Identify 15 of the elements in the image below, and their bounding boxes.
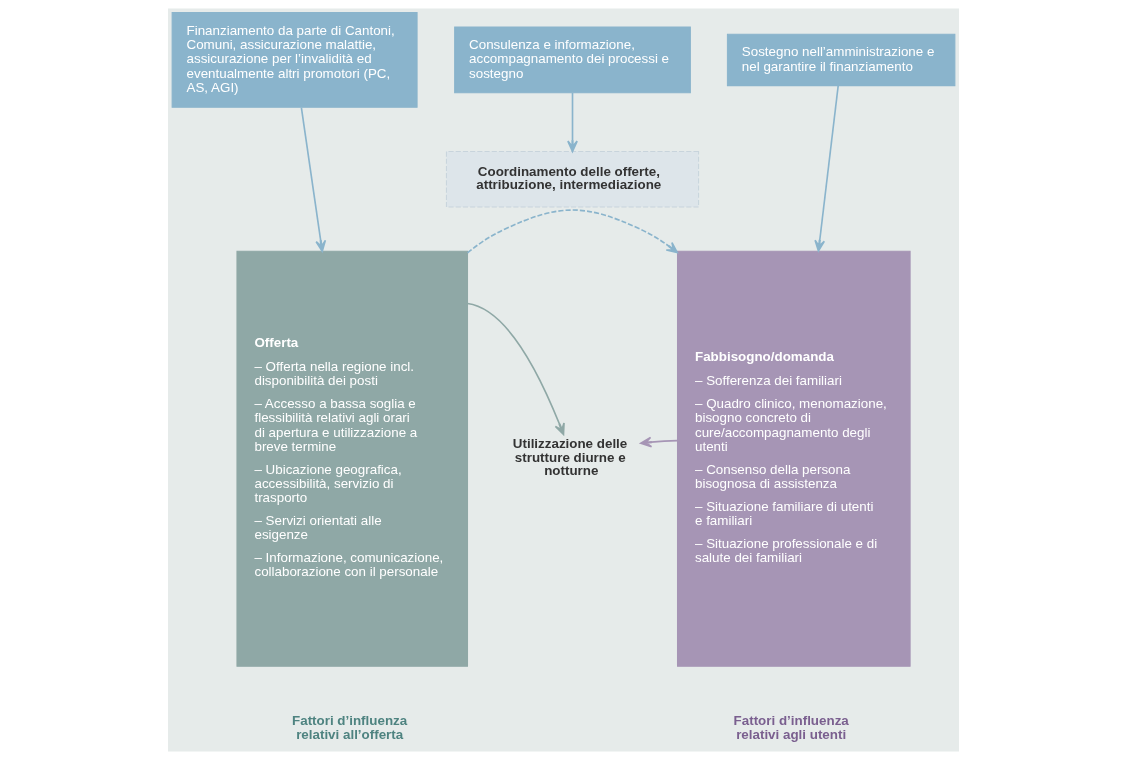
node-box: Offerta – Offerta nella regione incl. disponibilità dei posti – Accesso a bassa soglia e flessibilità relativi agli orari di apertura e utilizzazione a breve termine – Ubicazione geografica, accessibilità, servizio di trasporto – Servizi orientati alle esigenze – Informazione, comunicazione, collaborazione con il personale (236, 250, 469, 667)
node-box: Coordinamento delle offerte, attribuzione, intermediazione (445, 151, 700, 208)
arrow (814, 84, 839, 252)
node-box: Finanziamento da parte di Cantoni, Comuni, assicurazione malattie, assicurazione per l’invalidità ed eventualmente altri promotori (PC, AS, AGI) (171, 12, 418, 108)
arrow (639, 436, 679, 448)
node-box: Consulenza e informazione, accompagnamento dei processi e sostegno (454, 26, 691, 94)
node-text: Utilizzazione delle strutture diurne e notturne (512, 436, 628, 479)
arrow (567, 92, 578, 153)
node-box: Sostegno nell’amministrazione e nel garantire il finanziamento (726, 33, 956, 87)
arrow (466, 209, 679, 254)
node-box: Fabbisogno/domanda – Sofferenza dei familiari – Quadro clinico, menomazione, bisogno concreto di cure/accompagnamento degli utenti – Consenso della persona bisognosa di assistenza – Situazione familiare di utenti e familiari – Situazione professionale e di salute dei familiari (676, 250, 911, 667)
arrow (466, 302, 565, 436)
arrow (300, 106, 327, 253)
node-label: Fattori d’influenza relativi agli utenti (733, 713, 849, 742)
node-label: Fattori d’influenza relativi all’offerta (292, 713, 408, 742)
